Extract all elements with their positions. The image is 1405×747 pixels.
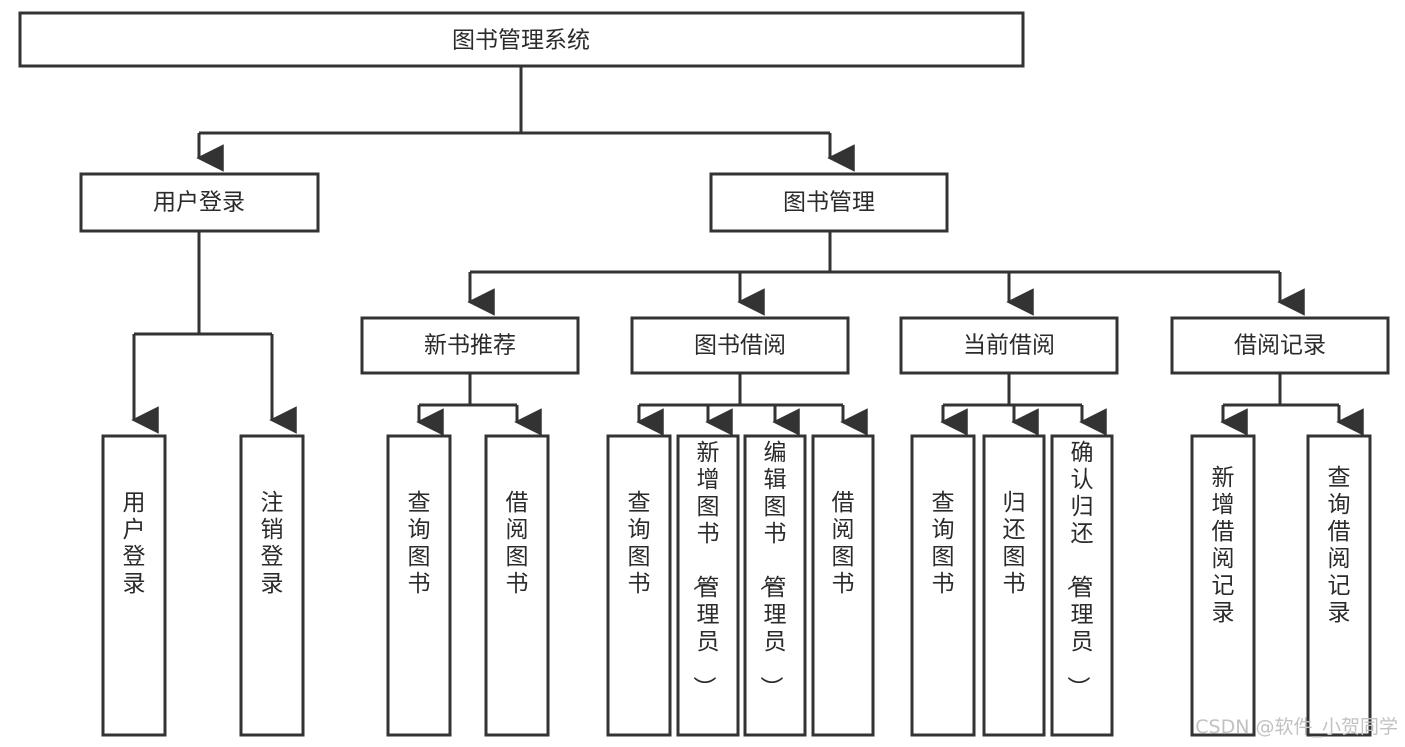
leaf-query-book-1-box[interactable]: [386, 434, 452, 737]
node-book-borrow-label: 图书借阅: [694, 333, 786, 359]
leaf-query-borrow-record[interactable]: 查询借阅记录: [1306, 434, 1372, 737]
leaf-query-book-1[interactable]: 查询图书: [386, 434, 452, 737]
node-new-book-recommend-box[interactable]: [360, 316, 580, 375]
leaf-add-borrow-record-label: 新增借阅记录: [1212, 465, 1235, 626]
leaf-borrow-book-2-box[interactable]: [811, 434, 875, 737]
node-borrow-record[interactable]: 借阅记录: [1170, 316, 1390, 375]
leaf-query-book-3-box[interactable]: [910, 434, 976, 737]
connectors-borrowrecord-to-leaves: [1220, 373, 1364, 436]
connectors-bookmgmt-to-level3: [467, 231, 1305, 316]
node-book-borrow[interactable]: 图书借阅: [630, 316, 850, 375]
leaf-borrow-book-1-box[interactable]: [484, 434, 550, 737]
leaf-borrow-book-2-label: 借阅图书: [832, 490, 855, 597]
node-new-book-recommend[interactable]: 新书推荐: [360, 316, 580, 375]
node-current-borrow-box[interactable]: [899, 316, 1119, 375]
leaf-borrow-book-2[interactable]: 借阅图书: [811, 434, 875, 737]
leaf-add-borrow-record[interactable]: 新增借阅记录: [1190, 434, 1256, 737]
leaf-add-book[interactable]: 新增图书（管理员）: [676, 434, 740, 737]
node-root[interactable]: 图书管理系统: [18, 11, 1025, 68]
node-user-login[interactable]: 用户登录: [79, 172, 320, 233]
leaf-confirm-return-box[interactable]: [1050, 434, 1114, 737]
node-book-management-label: 图书管理: [783, 190, 875, 216]
node-borrow-record-label: 借阅记录: [1234, 333, 1326, 359]
watermark-text: CSDN @软件_小贺同学: [1195, 716, 1398, 738]
leaf-query-book-2-label: 查询图书: [628, 490, 651, 597]
leaf-add-borrow-record-box[interactable]: [1190, 434, 1256, 737]
leaf-edit-book-box[interactable]: [743, 434, 807, 737]
leaf-edit-book[interactable]: 编辑图书（管理员）: [743, 434, 807, 737]
connectors-bookborrow-to-leaves: [636, 373, 868, 436]
leaf-query-book-3-label: 查询图书: [932, 490, 955, 597]
node-user-login-box[interactable]: [79, 172, 320, 233]
leaf-user-logout-box[interactable]: [239, 434, 305, 737]
node-book-management-box[interactable]: [709, 172, 949, 233]
node-borrow-record-box[interactable]: [1170, 316, 1390, 375]
leaf-user-logout[interactable]: 注销登录: [239, 434, 305, 737]
leaf-query-borrow-record-box[interactable]: [1306, 434, 1372, 737]
leaf-edit-book-label: 编辑图书（管理员）: [758, 440, 787, 699]
node-current-borrow-label: 当前借阅: [963, 333, 1055, 359]
connectors-newbook-to-leaves: [416, 373, 542, 436]
node-user-login-label: 用户登录: [153, 190, 245, 216]
leaf-add-book-label: 新增图书（管理员）: [691, 440, 720, 699]
leaf-return-book-box[interactable]: [982, 434, 1046, 737]
node-book-borrow-box[interactable]: [630, 316, 850, 375]
leaf-borrow-book-1[interactable]: 借阅图书: [484, 434, 550, 737]
leaf-confirm-return[interactable]: 确认归还（管理员）: [1050, 434, 1114, 737]
node-book-management[interactable]: 图书管理: [709, 172, 949, 233]
leaf-user-login[interactable]: 用户登录: [101, 434, 167, 737]
connectors-currentborrow-to-leaves: [940, 373, 1107, 436]
leaf-user-login-label: 用户登录: [123, 490, 146, 597]
node-current-borrow[interactable]: 当前借阅: [899, 316, 1119, 375]
leaf-query-borrow-record-label: 查询借阅记录: [1328, 465, 1351, 626]
leaf-return-book[interactable]: 归还图书: [982, 434, 1046, 737]
leaf-query-book-2-box[interactable]: [606, 434, 672, 737]
leaf-query-book-2[interactable]: 查询图书: [606, 434, 672, 737]
leaf-return-book-label: 归还图书: [1003, 490, 1026, 597]
connectors-root-to-level2: [196, 66, 855, 172]
leaf-query-book-3[interactable]: 查询图书: [910, 434, 976, 737]
node-new-book-recommend-label: 新书推荐: [424, 333, 516, 359]
leaf-add-book-box[interactable]: [676, 434, 740, 737]
leaf-confirm-return-label: 确认归还（管理员）: [1065, 440, 1094, 699]
leaf-query-book-1-label: 查询图书: [408, 490, 431, 597]
leaf-user-login-box[interactable]: [101, 434, 167, 737]
connectors-userlogin-to-leaves: [131, 231, 297, 434]
node-root-box[interactable]: [18, 11, 1025, 68]
leaf-borrow-book-1-label: 借阅图书: [506, 490, 529, 597]
leaf-user-logout-label: 注销登录: [261, 490, 284, 597]
node-root-label: 图书管理系统: [452, 28, 590, 54]
